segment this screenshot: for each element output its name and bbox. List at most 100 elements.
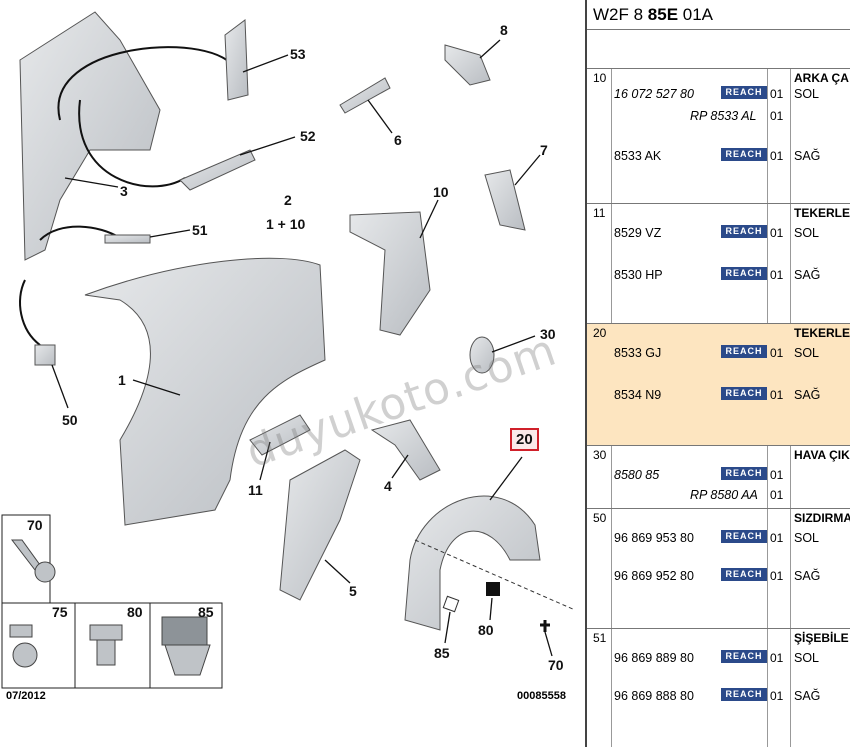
- callout-10[interactable]: 10: [433, 184, 449, 200]
- group-position: 10: [593, 71, 607, 85]
- part-reference[interactable]: 96 869 953 80: [614, 531, 694, 545]
- side-label: SAĞ: [794, 569, 821, 583]
- bracket-51-part: [104, 234, 151, 244]
- group-position: 20: [593, 326, 607, 340]
- quantity: 01: [770, 569, 784, 583]
- bracket-53-part: [224, 19, 249, 101]
- reach-badge: REACH: [721, 345, 767, 358]
- quarter-panel-part: [84, 257, 326, 526]
- part-reference[interactable]: 8530 HP: [614, 268, 663, 282]
- callout-7[interactable]: 7: [540, 142, 548, 158]
- callout-51[interactable]: 51: [192, 222, 208, 238]
- reach-badge: REACH: [721, 467, 767, 480]
- callout-52[interactable]: 52: [300, 128, 316, 144]
- panel-5-part: [279, 449, 361, 601]
- reach-badge: REACH: [721, 148, 767, 161]
- clip-80-part: [486, 582, 500, 596]
- callout-50[interactable]: 50: [62, 412, 78, 428]
- vent-30-part: [469, 336, 495, 374]
- reach-badge: REACH: [721, 387, 767, 400]
- callout-30[interactable]: 30: [540, 326, 556, 342]
- callout-2[interactable]: 2: [284, 192, 292, 208]
- header-suffix: 01A: [678, 5, 714, 24]
- reach-badge: REACH: [721, 267, 767, 280]
- parts-table: W2F 8 85E 01A 10 ARKA ÇA 16 072 527 80 REAC…: [585, 0, 850, 747]
- callout-80-small[interactable]: 80: [127, 604, 143, 620]
- side-label: SOL: [794, 226, 820, 240]
- callout-1[interactable]: 1: [118, 372, 126, 388]
- bolt-70-image: [10, 539, 41, 571]
- callout-53[interactable]: 53: [290, 46, 306, 62]
- part-reference[interactable]: RP 8580 AA: [690, 488, 758, 502]
- side-label: SOL: [794, 346, 820, 360]
- callout-8[interactable]: 8: [500, 22, 508, 38]
- inner-structure-part: [19, 11, 161, 261]
- wheel-liner-20-part: [404, 495, 541, 631]
- clip-70-part: [540, 620, 550, 632]
- diagram-drawing: [1, 11, 576, 689]
- quantity: 01: [770, 468, 784, 482]
- callout-85-small[interactable]: 85: [198, 604, 214, 620]
- part-reference[interactable]: 8533 GJ: [614, 346, 662, 360]
- callout-75-small[interactable]: 75: [52, 604, 68, 620]
- group-description: ARKA ÇA: [794, 71, 849, 85]
- quantity: 01: [770, 226, 784, 240]
- group-position: 50: [593, 511, 607, 525]
- callout-3[interactable]: 3: [120, 183, 128, 199]
- part-reference[interactable]: RP 8533 AL: [690, 109, 757, 123]
- callout-6[interactable]: 6: [394, 132, 402, 148]
- part-reference[interactable]: 96 869 952 80: [614, 569, 694, 583]
- quantity: 01: [770, 346, 784, 360]
- group-position: 30: [593, 448, 607, 462]
- callout-70[interactable]: 70: [548, 657, 564, 673]
- side-label: SAĞ: [794, 388, 821, 402]
- diagram-code: 00085558: [517, 690, 566, 702]
- callout-11[interactable]: 11: [248, 482, 263, 498]
- part-4: [370, 419, 441, 481]
- part-reference[interactable]: 96 869 888 80: [614, 689, 694, 703]
- callout-80[interactable]: 80: [478, 622, 494, 638]
- callout-20-selected[interactable]: 20: [510, 428, 539, 451]
- stud-80-image: [89, 624, 123, 641]
- seal-50-part: [34, 344, 56, 366]
- exploded-parts-diagram: 8 53 6 52 7 3 2 1 + 10 10 51 30 1 50 20 …: [1, 11, 576, 702]
- quantity: 01: [770, 689, 784, 703]
- reach-badge: REACH: [721, 650, 767, 663]
- quantity: 01: [770, 149, 784, 163]
- diagram-date: 07/2012: [6, 690, 46, 702]
- quantity: 01: [770, 268, 784, 282]
- ball-stud-75-image: [12, 642, 38, 668]
- part-reference[interactable]: 8533 AK: [614, 149, 662, 163]
- quantity: 01: [770, 488, 784, 502]
- side-label: SOL: [794, 531, 820, 545]
- group-position: 51: [593, 631, 607, 645]
- reach-badge: REACH: [721, 86, 767, 99]
- part-reference[interactable]: 8580 85: [614, 468, 660, 482]
- callout-85[interactable]: 85: [434, 645, 450, 661]
- group-description: HAVA ÇIK: [794, 448, 850, 462]
- reach-badge: REACH: [721, 568, 767, 581]
- quantity: 01: [770, 388, 784, 402]
- part-reference[interactable]: 96 869 889 80: [614, 651, 694, 665]
- part-reference[interactable]: 8534 N9: [614, 388, 662, 402]
- side-label: SAĞ: [794, 689, 821, 703]
- group-description: TEKERLE: [794, 206, 850, 220]
- callout-1-plus-10[interactable]: 1 + 10: [266, 216, 306, 232]
- part-reference[interactable]: 16 072 527 80: [614, 87, 694, 101]
- part-reference[interactable]: 8529 VZ: [614, 226, 662, 240]
- callout-4[interactable]: 4: [384, 478, 392, 494]
- reach-badge: REACH: [721, 530, 767, 543]
- callout-70-small[interactable]: 70: [27, 517, 43, 533]
- callout-5[interactable]: 5: [349, 583, 357, 599]
- strip-6-part: [339, 77, 391, 114]
- side-label: SAĞ: [794, 149, 821, 163]
- table-header: W2F 8 85E 01A: [587, 0, 850, 30]
- group-description: SIZDIRMA: [794, 511, 850, 525]
- table-subheader: [587, 30, 850, 69]
